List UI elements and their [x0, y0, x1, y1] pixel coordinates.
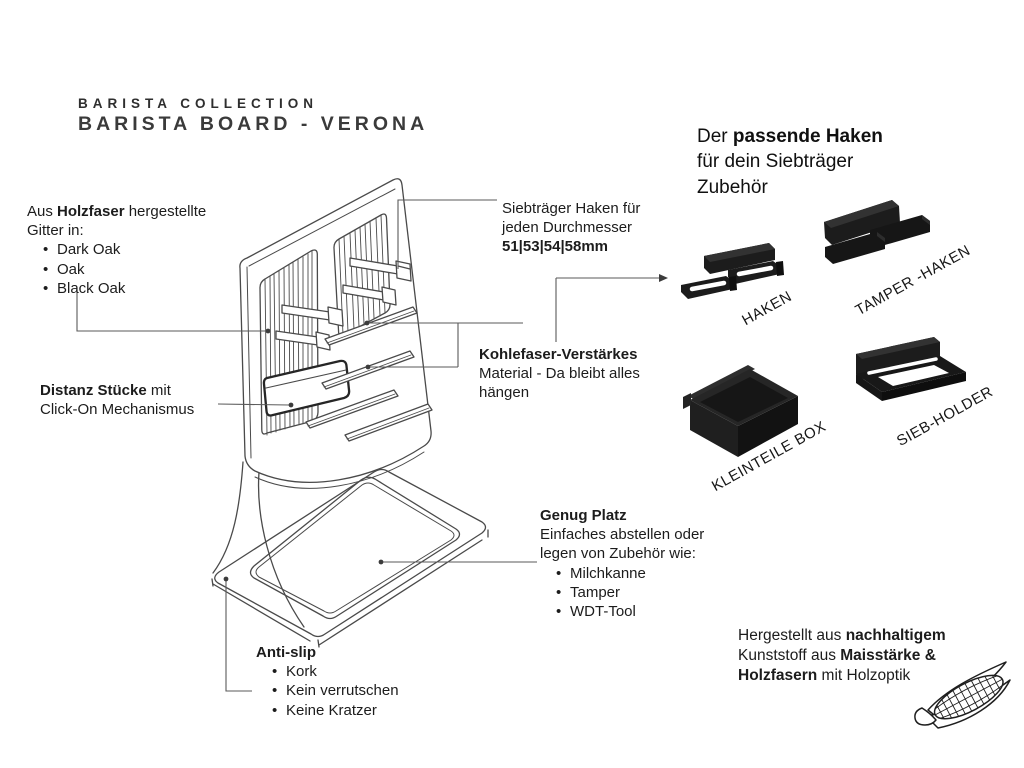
list-item: •Kork: [272, 663, 317, 681]
carbon-rails: [305, 306, 433, 442]
list-item: •Dark Oak: [43, 241, 121, 259]
leader-lines: [76, 199, 659, 692]
page-title: BARISTA BOARD - VERONA: [78, 113, 429, 135]
tamper-haken-icon: [824, 200, 930, 264]
note-antislip: Anti-slip •Kork •Kein verrutschen •Keine…: [256, 644, 399, 719]
leader-gitter: [76, 290, 266, 332]
note-genug-platz: Genug Platz Einfaches abstellen oder leg…: [540, 507, 705, 620]
note-distanz: Distanz Stücke mit Click-On Mechanismus: [40, 382, 195, 419]
arrowhead: [659, 274, 668, 282]
distanz-box: [262, 359, 351, 417]
accessories-heading: Der passende Haken für dein Siebträger Z…: [697, 126, 883, 198]
list-item: •Kein verrutschen: [272, 682, 399, 700]
list-item: •Black Oak: [43, 279, 126, 297]
hook-lower: [275, 304, 344, 351]
list-item: •Milchkanne: [556, 564, 646, 582]
base-platform: [211, 468, 489, 648]
sieb-holder-icon: [856, 337, 966, 401]
list-item: •Oak: [43, 260, 85, 278]
leader-antislip: [225, 579, 252, 692]
list-item: •Keine Kratzer: [272, 701, 377, 719]
leader-dots: [223, 274, 668, 582]
haken-icon: [681, 243, 784, 299]
leader-siebtraeger: [397, 199, 497, 269]
corn-icon: [914, 661, 1011, 729]
leader-distanz: [217, 403, 290, 406]
note-kohlefaser: Kohlefaser-Verstärkes Material - Da blei…: [479, 346, 640, 402]
note-material: Hergestellt aus nachhaltigem Kunststoff …: [738, 627, 946, 684]
note-siebtraeger: Siebträger Haken für jeden Durchmesser 5…: [502, 200, 641, 256]
tray: [249, 476, 461, 620]
stand-leg: [212, 461, 305, 628]
list-item: •WDT-Tool: [556, 602, 636, 620]
leader-kohlefaser: [367, 278, 557, 368]
collection-label: BARISTA COLLECTION: [78, 96, 318, 111]
kleinteile-box-icon: [683, 365, 798, 457]
list-item: •Tamper: [556, 583, 621, 601]
hook-upper: [342, 257, 412, 306]
note-gitter: Aus Holzfaser hergestellte Gitter in: •D…: [27, 203, 207, 297]
